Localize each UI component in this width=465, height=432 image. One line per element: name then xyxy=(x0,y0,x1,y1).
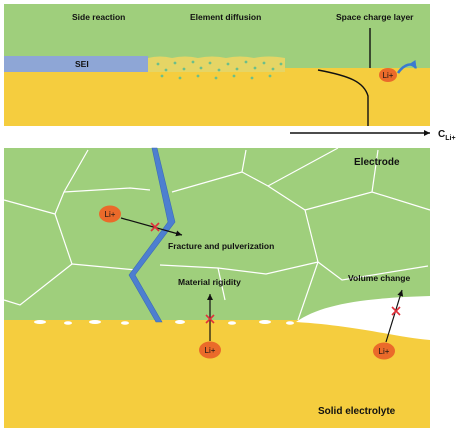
volume-change-arrow xyxy=(385,289,404,343)
li-ion-icon xyxy=(99,205,121,223)
diffusion-dots xyxy=(156,60,283,80)
li-ion-icon xyxy=(373,342,395,360)
sei-label: SEI xyxy=(75,59,89,69)
element-diffusion-label: Element diffusion xyxy=(190,12,261,22)
cross-icon xyxy=(391,306,401,316)
volume-change-label: Volume change xyxy=(348,273,410,283)
li-ion-label: Li+ xyxy=(105,210,116,219)
cross-icon xyxy=(205,314,215,324)
electrode-label: Electrode xyxy=(354,157,400,168)
bottom-electrolyte-layer xyxy=(4,320,430,428)
fracture-label: Fracture and pulverization xyxy=(168,241,274,251)
solid-electrolyte-label: Solid electrolyte xyxy=(318,406,396,417)
top-electrolyte-layer xyxy=(4,68,430,126)
space-charge-curve xyxy=(317,69,369,126)
space-charge-layer-label: Space charge layer xyxy=(336,12,414,22)
curved-arrow-icon xyxy=(396,59,418,74)
diffusion-region xyxy=(148,56,285,72)
material-rigidity-label: Material rigidity xyxy=(178,277,241,287)
li-ion-label: Li+ xyxy=(383,71,394,80)
top-panel: Li+ Side reaction Element diffusion Spac… xyxy=(4,4,430,126)
li-ion-icon xyxy=(199,341,221,359)
interface-voids xyxy=(34,320,294,325)
bottom-electrode-layer xyxy=(4,148,430,326)
li-ion-label: Li+ xyxy=(379,347,390,356)
bottom-panel: Li+ Fracture and pulverization Li+ Mater… xyxy=(3,147,431,428)
cross-icon xyxy=(150,222,160,232)
sei-layer xyxy=(4,56,148,72)
li-ion-label: Li+ xyxy=(205,346,216,355)
crack xyxy=(128,147,176,323)
concentration-axis-label: CLi+ xyxy=(438,129,456,142)
fracture-arrow xyxy=(120,217,183,237)
grain-boundaries xyxy=(3,147,431,321)
side-reaction-label: Side reaction xyxy=(72,12,125,22)
li-ion-icon xyxy=(379,68,397,82)
